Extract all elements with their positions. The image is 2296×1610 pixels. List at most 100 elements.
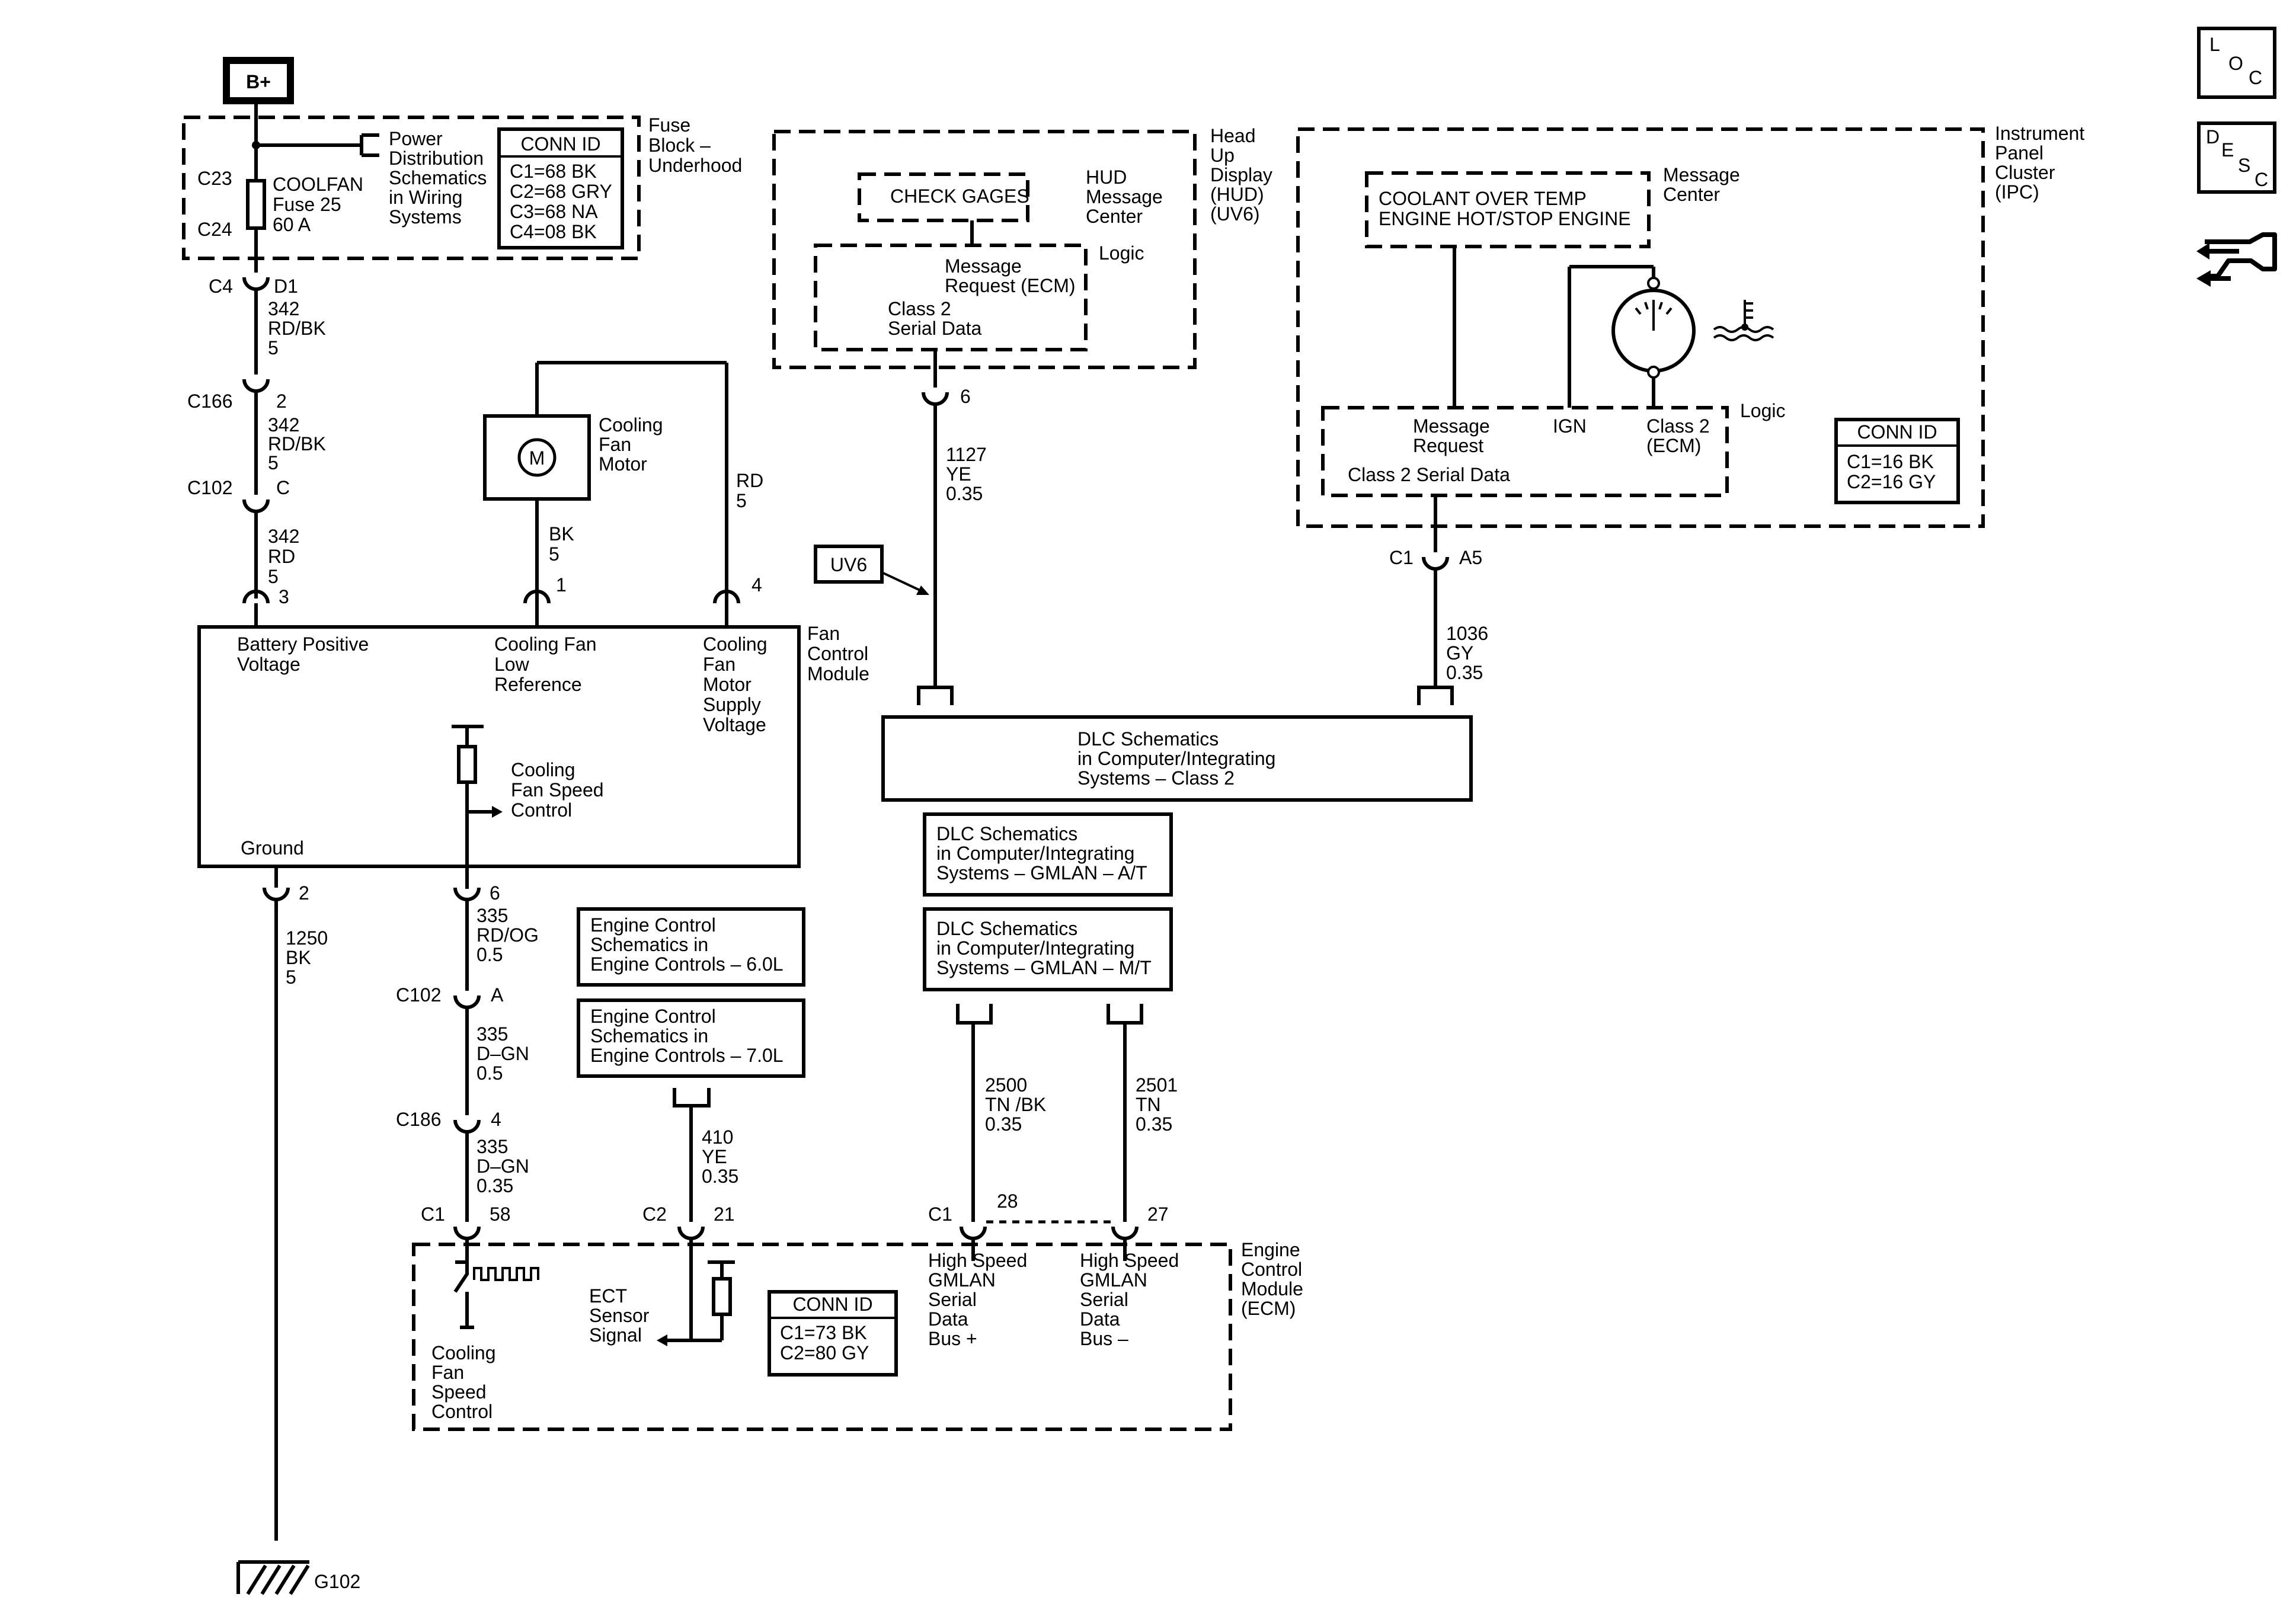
ecm-name: Engine Control Module (ECM) <box>1241 1239 1309 1319</box>
svg-text:Cooling Fan Speed: Cooling Fan Speed Control <box>511 759 609 821</box>
svg-text:C1=68 BK: C1=68 BK <box>510 161 597 182</box>
svg-text:Logic: Logic <box>1099 242 1144 264</box>
svg-text:Message Request: Message Request <box>1413 415 1495 456</box>
desc-icon[interactable]: D E S C <box>2197 121 2276 194</box>
svg-text:B+: B+ <box>246 71 271 92</box>
svg-text:C102: C102 <box>396 984 442 1006</box>
svg-text:C: C <box>2255 169 2268 190</box>
ipc-wire-1036: C1 A5 1036 GY 0.35 <box>1389 495 1488 705</box>
svg-text:Cooling Fan Motor: Cooling Fan Motor <box>599 414 668 475</box>
svg-text:CONN ID: CONN ID <box>792 1294 872 1315</box>
svg-text:Logic: Logic <box>1740 400 1786 421</box>
ecm-conn-id: CONN ID C1=73 BK C2=80 GY <box>768 1290 898 1377</box>
feed-wire-342: C4 D1 342 RD/BK 5 C166 2 342 RD/BK 5 C10… <box>187 276 331 627</box>
svg-text:6: 6 <box>490 882 500 904</box>
svg-text:1250 BK 5: 1250 BK 5 <box>286 927 333 988</box>
svg-text:Message Request (ECM): Message Request (ECM) <box>945 255 1076 296</box>
svg-text:DLC Schematics in Comput: DLC Schematics in Computer/Integrating S… <box>1077 728 1281 789</box>
svg-text:C23: C23 <box>197 168 232 189</box>
svg-text:CONN ID: CONN ID <box>1857 421 1937 443</box>
svg-text:Class 2 Serial Data: Class 2 Serial Data <box>1348 464 1510 485</box>
engine-ref-7-0l: Engine Control Schematics in Engine Cont… <box>577 998 805 1078</box>
svg-text:Ground: Ground <box>241 837 304 859</box>
svg-text:G102: G102 <box>314 1571 360 1592</box>
svg-text:2: 2 <box>276 391 287 412</box>
gmlan-wires: 2500 TN /BK 0.35 2501 TN 0.35 C1 28 27 <box>928 1004 1183 1261</box>
svg-text:C1: C1 <box>928 1204 952 1225</box>
svg-text:High Speed GMLAN S: High Speed GMLAN Serial Data Bus + <box>928 1250 1032 1349</box>
dlc-class2-ref: DLC Schematics in Computer/Integrating S… <box>881 715 1473 802</box>
ground-g102-symbol: G102 <box>236 1560 360 1595</box>
battery-positive-box: B+ <box>223 57 294 104</box>
svg-text:C2=68 GRY: C2=68 GRY <box>510 181 612 202</box>
svg-text:6: 6 <box>960 386 971 407</box>
svg-text:C1=16 BK: C1=16 BK <box>1847 451 1934 472</box>
ect-wire-410: 410 YE 0.35 C2 21 <box>642 1088 738 1340</box>
svg-text:D1: D1 <box>274 276 298 297</box>
engine-ref-6-0l: Engine Control Schematics in Engine Cont… <box>577 907 805 987</box>
head-up-display: CHECK GAGES HUD Message Center Logic Mes… <box>772 125 1278 388</box>
connector-hand-icon[interactable] <box>2196 232 2277 287</box>
uv6-tag <box>814 545 884 584</box>
svg-text:HUD Message Center: HUD Message Center <box>1086 167 1168 227</box>
svg-text:27: 27 <box>1147 1204 1169 1225</box>
svg-text:BK 5: BK 5 <box>549 523 580 565</box>
svg-text:DLC Schematics in Comput: DLC Schematics in Computer/Integrating S… <box>936 918 1152 978</box>
svg-text:ECT Sensor Signal: ECT Sensor Signal <box>589 1285 654 1346</box>
svg-text:C1: C1 <box>1389 547 1414 568</box>
engine-control-module: Cooling Fan Speed Control ECT Sensor Sig… <box>412 1239 1309 1431</box>
svg-text:A5: A5 <box>1459 547 1482 568</box>
dlc-gmlan-at-ref: DLC Schematics in Computer/Integrating S… <box>923 812 1173 897</box>
svg-text:410 YE 0.35: 410 YE 0.35 <box>702 1126 738 1187</box>
svg-text:Class 2 Serial Data: Class 2 Serial Data <box>888 298 982 339</box>
svg-text:2501 TN 0.35: 2501 TN 0.35 <box>1136 1074 1183 1135</box>
hud-wire-1127: 6 1127 YE 0.35 UV6 <box>814 386 992 705</box>
svg-text:O: O <box>2228 53 2243 74</box>
svg-text:C102: C102 <box>187 477 233 498</box>
svg-text:DLC Schematics in Comput: DLC Schematics in Computer/Integrating S… <box>936 823 1147 884</box>
svg-text:C186: C186 <box>396 1109 442 1130</box>
svg-text:High Speed GMLAN S: High Speed GMLAN Serial Data Bus – <box>1080 1250 1184 1349</box>
power-distribution-ref: Power Distribution Schematics in Wiring … <box>389 128 492 228</box>
svg-text:1: 1 <box>556 574 567 596</box>
hud-name: Head Up Display (HUD) (UV6) <box>1210 125 1278 225</box>
svg-text:2: 2 <box>299 882 309 904</box>
fuse-block-underhood: C23 C24 COOLFAN Fuse 25 60 A Power Distr… <box>182 114 742 273</box>
speed-control-wire-335: 6 335 RD/OG 0.5 C102 A 335 D–GN 0.5 C186… <box>396 882 544 1262</box>
svg-text:CONN ID: CONN ID <box>520 133 600 155</box>
wire-342-rdbk-1-label: 342 RD/BK 5 <box>268 298 331 359</box>
svg-text:4: 4 <box>752 574 762 596</box>
svg-text:C: C <box>2249 67 2262 88</box>
svg-text:Cooling Fan Motor: Cooling Fan Motor Supply Voltage <box>703 633 772 735</box>
svg-text:Engine Control Schematic: Engine Control Schematics in Engine Cont… <box>590 1006 784 1066</box>
svg-text:C1=73 BK: C1=73 BK <box>780 1322 867 1343</box>
svg-text:Engine Control Schematic: Engine Control Schematics in Engine Cont… <box>590 914 784 975</box>
svg-text:335 D–GN 0.35: 335 D–GN 0.35 <box>477 1136 535 1196</box>
svg-text:S: S <box>2238 155 2250 176</box>
ground-chain-1250: 2 1250 BK 5 <box>263 866 333 1541</box>
svg-text:Battery Positive Voltage: Battery Positive Voltage <box>237 633 374 675</box>
svg-text:58: 58 <box>490 1204 511 1225</box>
svg-text:335 RD/OG 0.5: 335 RD/OG 0.5 <box>477 905 544 965</box>
svg-text:D: D <box>2206 126 2220 148</box>
svg-text:Message Center: Message Center <box>1663 164 1745 205</box>
ipc-conn-id: CONN ID C1=16 BK C2=16 GY <box>1834 418 1960 504</box>
svg-text:28: 28 <box>997 1190 1018 1212</box>
coolfan-fuse-symbol <box>246 179 266 230</box>
svg-text:1127 YE 0.35: 1127 YE 0.35 <box>946 444 992 504</box>
fan-control-module-name: Fan Control Module <box>807 623 874 684</box>
svg-text:2500 TN /BK 0.35: 2500 TN /BK 0.35 <box>985 1074 1051 1135</box>
svg-text:CHECK GAGES: CHECK GAGES <box>890 185 1029 207</box>
ipc-name: Instrument Panel Cluster (IPC) <box>1995 123 2090 203</box>
svg-text:C2=80 GY: C2=80 GY <box>780 1342 869 1363</box>
svg-text:335 D–GN 0.5: 335 D–GN 0.5 <box>477 1023 535 1084</box>
loc-icon[interactable]: L O C <box>2197 27 2276 99</box>
svg-text:342 RD 5: 342 RD 5 <box>268 526 305 587</box>
svg-text:UV6: UV6 <box>830 554 867 575</box>
fan-control-module: Battery Positive Voltage Cooling Fan Low… <box>197 623 874 889</box>
svg-text:4: 4 <box>491 1109 501 1130</box>
svg-text:Cooling Fan Speed: Cooling Fan Speed Control <box>431 1342 501 1422</box>
svg-text:C2: C2 <box>642 1204 667 1225</box>
svg-text:C2=16 GY: C2=16 GY <box>1847 471 1936 492</box>
